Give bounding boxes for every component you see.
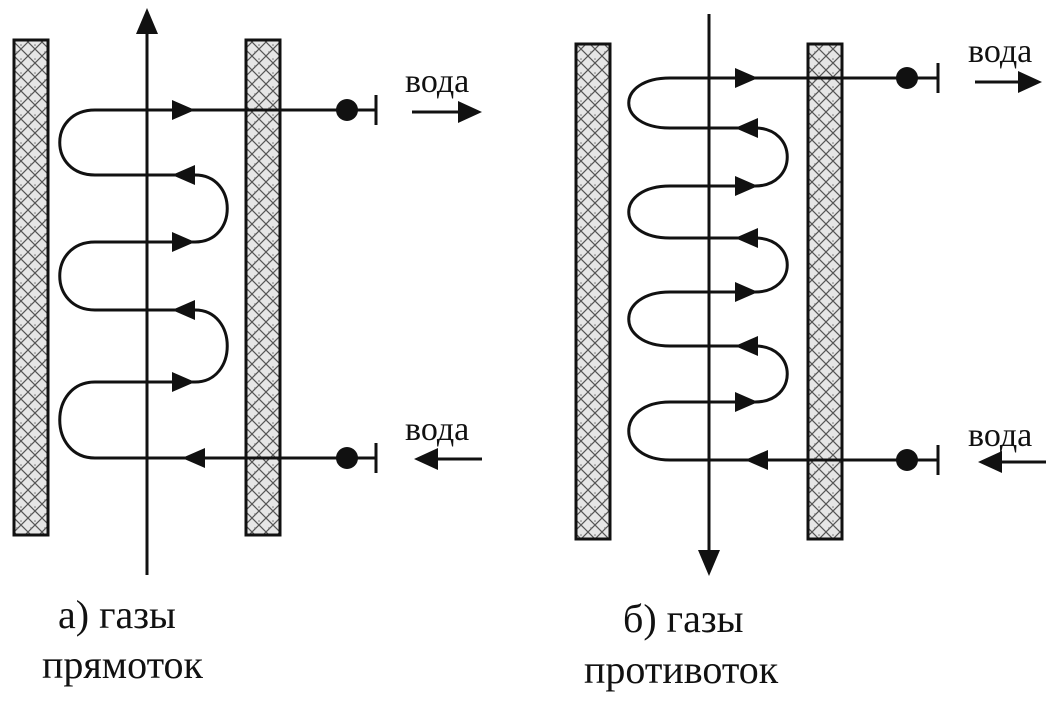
serpentine-coil-a	[58, 108, 345, 460]
water-bottom-label-b: вода	[968, 417, 1032, 454]
water-top-label-a: вода	[405, 63, 469, 100]
coil-arrow-left-icon	[735, 228, 758, 248]
water-top-label-b: вода	[968, 33, 1032, 70]
coil-arrow-left-icon	[735, 336, 758, 356]
right-wall-b	[806, 42, 844, 541]
caption-b-line2: противоток	[584, 647, 779, 692]
water-arrow-right-icon	[458, 101, 482, 123]
panel-b: вода вода б) газы противоток	[574, 14, 1046, 692]
coil-arrow-left-icon	[182, 448, 205, 468]
coil-arrow-right-icon	[172, 372, 195, 392]
coil-arrow-left-icon	[735, 118, 758, 138]
left-wall-a	[12, 38, 50, 537]
coil-arrow-right-icon	[172, 100, 195, 120]
coil-arrow-right-icon	[172, 232, 195, 252]
coil-arrow-left-icon	[745, 450, 768, 470]
coil-arrow-left-icon	[172, 300, 195, 320]
water-arrow-left-icon	[414, 448, 438, 470]
coil-arrow-left-icon	[172, 165, 195, 185]
caption-b-line1: б) газы	[623, 596, 744, 641]
caption-a-line1: а) газы	[58, 592, 176, 637]
gas-flow-arrow-up-icon	[136, 8, 158, 34]
left-wall-b	[574, 42, 612, 541]
coil-arrow-right-icon	[735, 176, 758, 196]
water-arrow-left-icon	[978, 451, 1002, 473]
panel-a: вода вода а) газы прямоток	[12, 8, 482, 687]
serpentine-coil-b	[627, 76, 905, 462]
right-wall-a	[244, 38, 282, 537]
gas-flow-arrow-down-icon	[698, 550, 720, 576]
coil-arrow-right-icon	[735, 282, 758, 302]
water-arrow-right-icon	[1018, 71, 1042, 93]
coil-arrow-right-icon	[735, 68, 758, 88]
caption-a-line2: прямоток	[42, 642, 204, 687]
water-bottom-label-a: вода	[405, 411, 469, 448]
coil-arrow-right-icon	[735, 392, 758, 412]
